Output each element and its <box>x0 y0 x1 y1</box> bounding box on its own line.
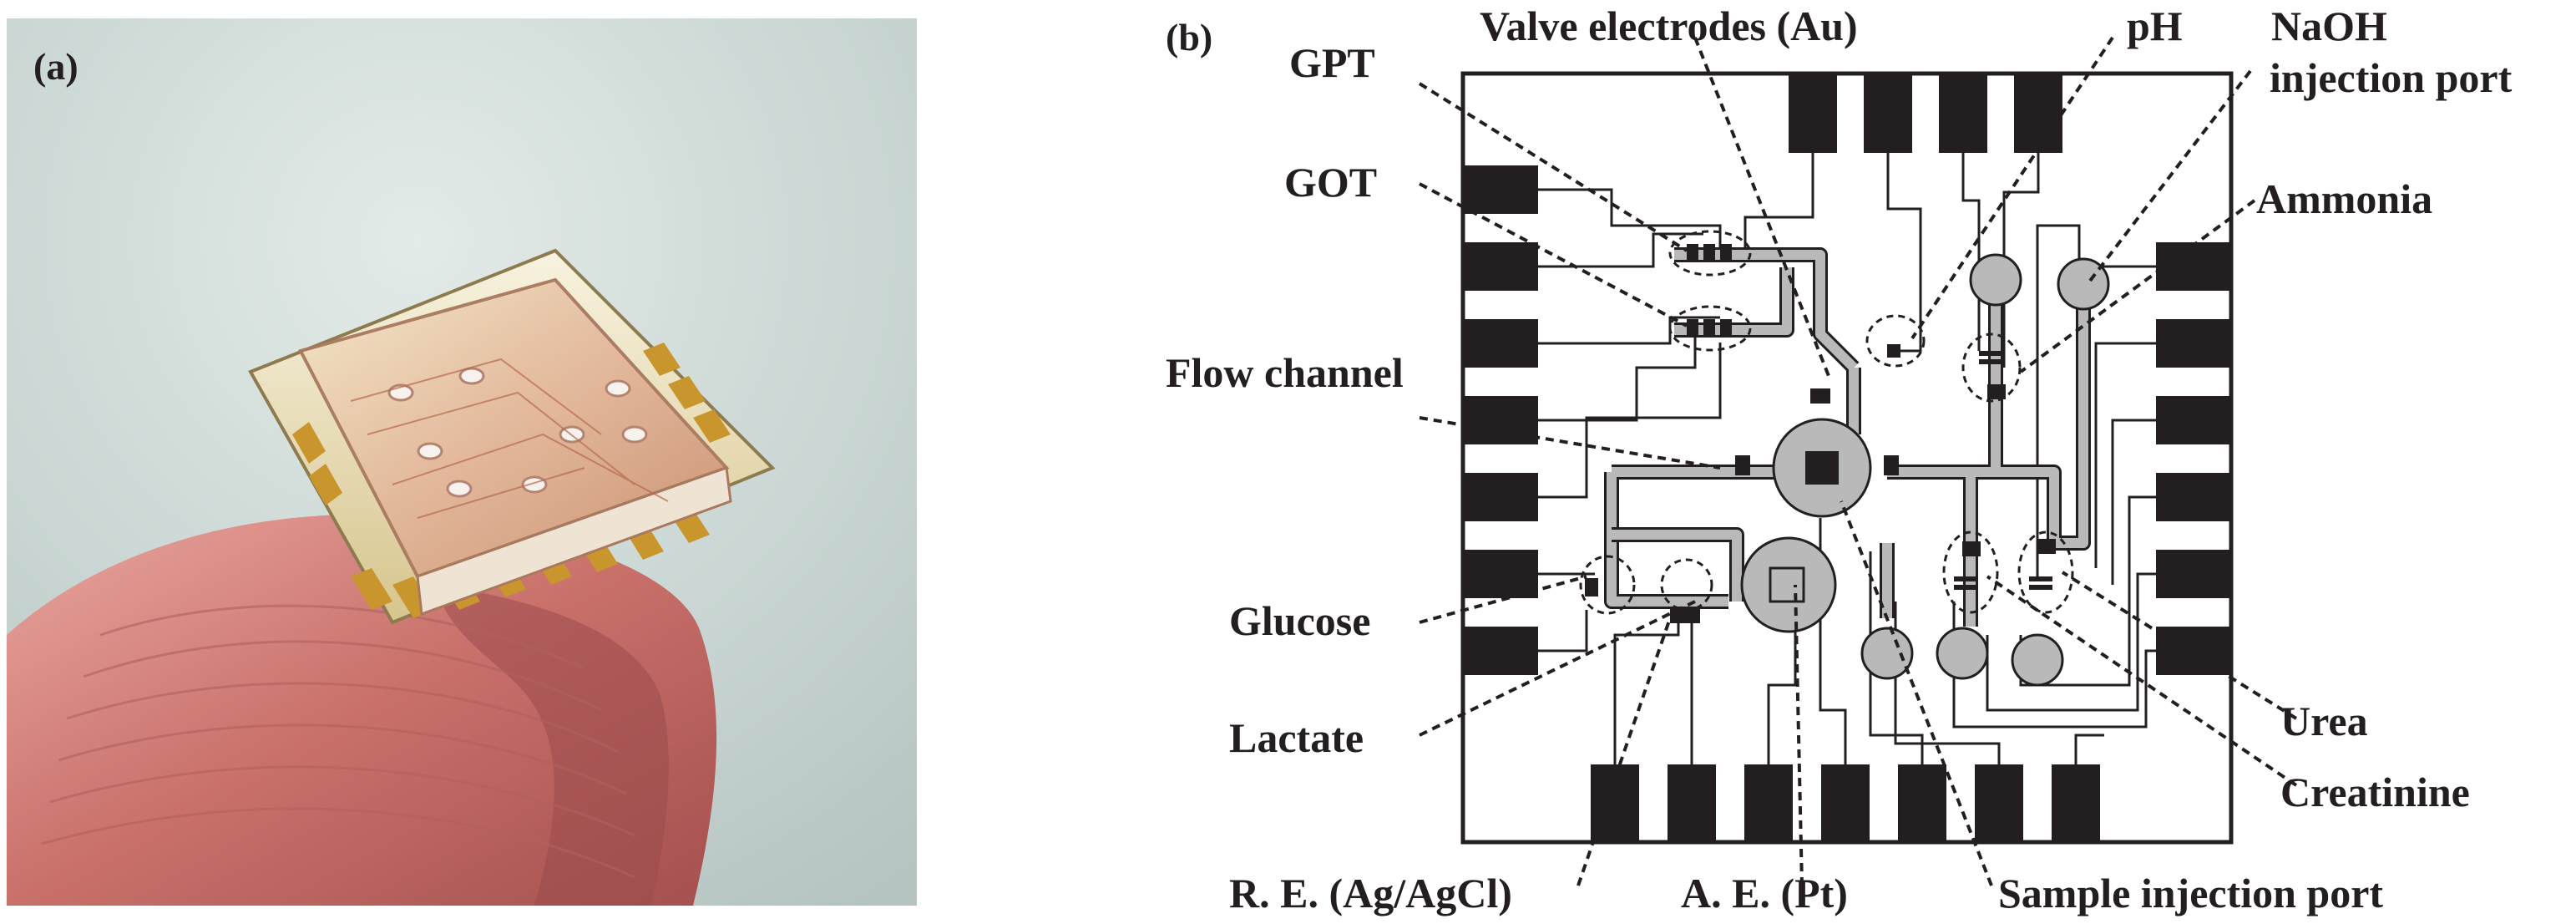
label-auxiliary-electrode: A. E. (Pt) <box>1681 870 1848 916</box>
leader-lines <box>1418 36 2298 886</box>
label-gpt: GPT <box>1289 39 1375 86</box>
schematic-labels: Valve electrodes (Au) pH NaOH injection … <box>1166 3 2513 916</box>
urea-port <box>2011 633 2064 687</box>
pads-right <box>2156 242 2231 675</box>
label-valve-electrodes: Valve electrodes (Au) <box>1480 3 1858 49</box>
label-naoh: NaOH <box>2271 3 2387 49</box>
wells <box>1740 253 2110 687</box>
panel-a-photo <box>7 18 917 906</box>
label-lactate: Lactate <box>1229 714 1364 761</box>
pads-left <box>1463 165 1538 675</box>
label-naoh-injection: injection port <box>2270 54 2513 101</box>
chip-pdms-side <box>416 465 732 617</box>
pads-top <box>1789 74 2062 153</box>
chip-schematic <box>1418 36 2298 886</box>
fingerprint-lines <box>41 604 635 879</box>
label-urea: Urea <box>2280 698 2368 744</box>
label-ammonia: Ammonia <box>2256 175 2432 222</box>
label-creatinine: Creatinine <box>2280 769 2470 815</box>
electrodes <box>1585 244 2056 623</box>
reference-chamber <box>1740 536 1837 633</box>
label-glucose: Glucose <box>1229 597 1370 644</box>
label-reference-electrode: R. E. (Ag/AgCl) <box>1229 870 1512 916</box>
label-sample-injection-port: Sample injection port <box>1998 870 2383 916</box>
panel-a-label: (a) <box>33 45 78 88</box>
creatinine-port <box>1936 627 1989 680</box>
wiring <box>1538 153 2156 764</box>
ph-port <box>1969 253 2022 307</box>
label-ph: pH <box>2127 3 2183 49</box>
label-flow-channel: Flow channel <box>1166 349 1404 396</box>
sample-electrode <box>1805 451 1839 485</box>
flow-channels <box>1604 247 2091 627</box>
pads-bottom <box>1591 764 2100 844</box>
sensor-rings <box>1579 230 2074 615</box>
chip-traces <box>350 358 669 519</box>
naoh-port <box>2057 257 2110 311</box>
panel-b-label: (b) <box>1166 16 1212 58</box>
label-got: GOT <box>1284 159 1377 206</box>
ae-electrode <box>1769 566 1805 603</box>
glucose-port <box>1860 627 1914 680</box>
